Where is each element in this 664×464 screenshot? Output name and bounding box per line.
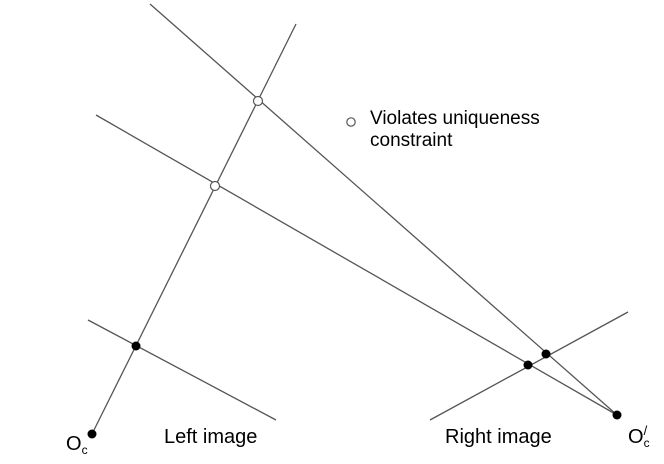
left-image-plane <box>87 319 277 421</box>
violation-point-upper <box>252 95 264 107</box>
right-image-point-1 <box>523 360 533 370</box>
right-camera-center <box>612 410 622 420</box>
left-origin-sub: c <box>81 443 88 457</box>
left-image-point <box>131 341 141 351</box>
right-origin-prime: / <box>643 423 648 438</box>
left-origin-label: Oc <box>66 434 88 456</box>
right-ray-lower <box>95 114 618 416</box>
legend-line-1: Violates uniqueness <box>370 108 540 129</box>
right-ray-upper <box>149 3 618 416</box>
legend-open-circle-icon <box>346 117 356 127</box>
left-origin-base: O <box>66 433 82 455</box>
violation-point-lower <box>209 180 221 192</box>
legend-label: Violates uniqueness constraint <box>370 108 540 152</box>
legend-line-2: constraint <box>370 130 453 151</box>
right-image-point-2 <box>541 349 551 359</box>
left-image-caption: Left image <box>164 426 258 448</box>
left-camera-center <box>87 429 97 439</box>
right-origin-sub: c <box>643 436 650 450</box>
right-origin-base: O <box>628 426 644 448</box>
right-image-caption: Right image <box>445 426 552 448</box>
left-ray <box>91 23 297 435</box>
right-origin-label: Oc/ <box>628 423 650 450</box>
